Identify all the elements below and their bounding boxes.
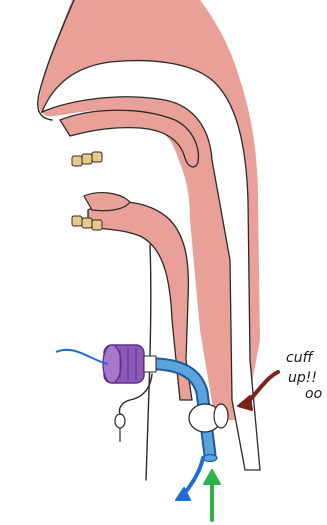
purple-connector <box>103 345 156 383</box>
annotation-line-1: cuff <box>286 350 315 366</box>
cuff-annotation: cuff up!! oo <box>286 350 322 402</box>
tube-cuff <box>189 404 228 432</box>
ventilator-line <box>56 350 108 364</box>
pilot-balloon-icon <box>115 374 152 442</box>
tube-tip <box>203 455 217 462</box>
arrow-down-left-icon <box>176 458 203 500</box>
arrow-up-icon <box>204 470 220 520</box>
annotation-line-2: up!! <box>288 370 317 386</box>
annotation-trail: oo <box>305 386 322 402</box>
upper-teeth <box>72 152 102 166</box>
